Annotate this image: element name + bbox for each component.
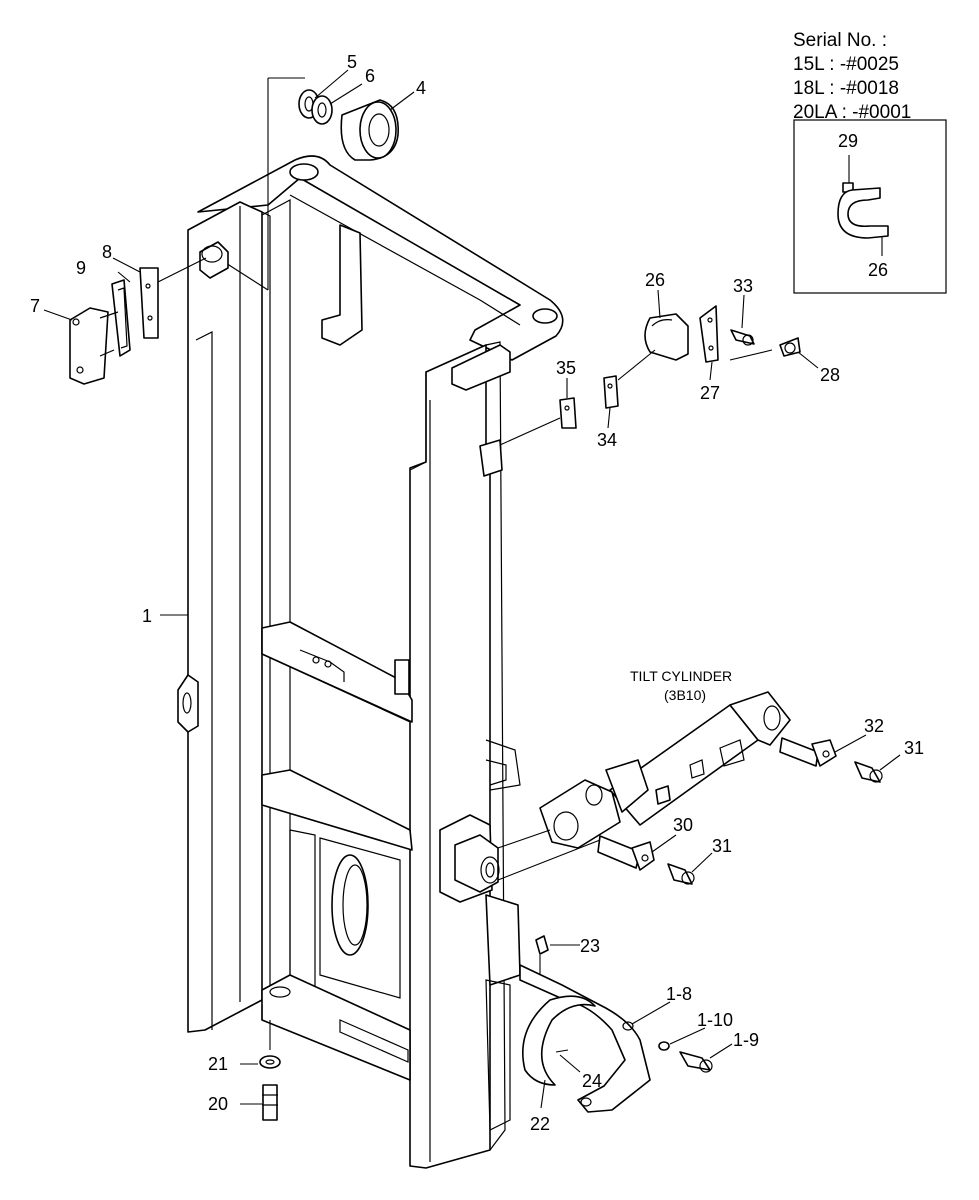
mid-cross-member — [261, 621, 413, 723]
callout-7: 7 — [30, 296, 40, 316]
callout-4: 4 — [416, 78, 426, 98]
inset-frame — [793, 119, 947, 294]
callout-6: 6 — [365, 66, 375, 86]
pin-32 — [779, 737, 819, 767]
top-hole-left — [289, 163, 319, 181]
cylinder-head — [729, 691, 791, 746]
grease-nipple-23 — [535, 935, 549, 955]
serial-line-15l: 15L : -#0025 — [793, 54, 899, 75]
left-upright — [187, 201, 263, 1033]
serial-line-18l: 18L : -#0018 — [793, 78, 899, 99]
mast-frame — [177, 155, 564, 1169]
bottom-cross-member — [261, 974, 411, 1081]
callout-1-9: 1-9 — [733, 1030, 759, 1050]
callout-28: 28 — [820, 365, 840, 385]
cylinder-rod-end — [605, 759, 649, 813]
lower-cross-member — [261, 769, 413, 851]
bolt-31-lower — [667, 863, 693, 885]
top-bearing-parts — [199, 77, 399, 291]
callout-22: 22 — [530, 1114, 550, 1134]
washer-1-10 — [658, 1041, 670, 1051]
grease-fitting — [655, 785, 671, 805]
callout-9: 9 — [76, 258, 86, 278]
callout-5: 5 — [347, 52, 357, 72]
clamp-26 — [644, 313, 689, 361]
tilt-cylinder-ref: (3B10) — [664, 687, 706, 703]
tilt-cylinder-name: TILT CYLINDER — [630, 668, 732, 684]
shim-9 — [111, 279, 131, 357]
callout-1-8: 1-8 — [666, 984, 692, 1004]
inset-label-29: 29 — [838, 131, 858, 151]
bolt-1-9 — [679, 1051, 711, 1071]
lower-opening — [331, 854, 369, 956]
left-side-lug — [177, 674, 199, 733]
clamp-parts — [479, 305, 801, 477]
block-on-upright — [479, 439, 503, 477]
callout-34: 34 — [597, 430, 617, 450]
callout-21: 21 — [208, 1054, 228, 1074]
plate-35 — [559, 397, 577, 429]
callout-23: 23 — [580, 936, 600, 956]
inset-clamp-26 — [837, 187, 889, 239]
serial-heading: Serial No. : — [793, 30, 887, 51]
top-hole-right — [532, 308, 558, 324]
right-upright — [409, 344, 491, 1169]
plate-27 — [699, 305, 719, 363]
plate-34 — [603, 375, 619, 409]
callout-1: 1 — [142, 606, 152, 626]
callout-27: 27 — [700, 383, 720, 403]
plate-8 — [139, 267, 159, 339]
serial-line-20la: 20LA : -#0001 — [793, 102, 911, 123]
pin-30 — [597, 835, 641, 869]
callout-1-10: 1-10 — [697, 1010, 733, 1030]
cylinder-eye — [539, 779, 621, 849]
mid-tab — [394, 659, 410, 695]
right-lower-arm — [485, 894, 521, 986]
bolt-20 — [262, 1084, 278, 1121]
callout-35: 35 — [556, 358, 576, 378]
upper-bracket — [321, 224, 363, 346]
callout-30: 30 — [673, 815, 693, 835]
washer-6 — [311, 95, 333, 125]
bolt-33 — [730, 329, 755, 345]
bolt-31-upper — [854, 761, 881, 783]
right-cap — [451, 344, 511, 391]
lower-bearing-parts — [259, 935, 713, 1121]
callout-31-upper: 31 — [904, 738, 924, 758]
inset-label-26: 26 — [868, 260, 888, 280]
callout-26: 26 — [645, 270, 665, 290]
mast-top-beam — [197, 155, 564, 361]
callout-32: 32 — [864, 716, 884, 736]
tilt-cylinder-assembly: TILT CYLINDER (3B10) — [497, 668, 883, 885]
tilt-bracket-boss — [454, 834, 499, 893]
callout-leaders — [43, 69, 901, 1109]
callout-24: 24 — [582, 1071, 602, 1091]
washer-21 — [259, 1055, 281, 1069]
callout-33: 33 — [733, 276, 753, 296]
pad-7 — [69, 307, 109, 385]
callout-labels: 1 4 5 6 7 8 9 20 21 22 23 24 26 27 28 30… — [30, 52, 924, 1134]
shim-parts — [69, 257, 207, 385]
bolt-28 — [779, 337, 801, 357]
serial-number-block: Serial No. : 15L : -#0025 18L : -#0018 2… — [793, 30, 911, 123]
callout-20: 20 — [208, 1094, 228, 1114]
bushing-22 — [522, 995, 596, 1086]
callout-31-lower: 31 — [712, 836, 732, 856]
callout-8: 8 — [102, 242, 112, 262]
inset-detail: 29 26 — [793, 119, 947, 294]
